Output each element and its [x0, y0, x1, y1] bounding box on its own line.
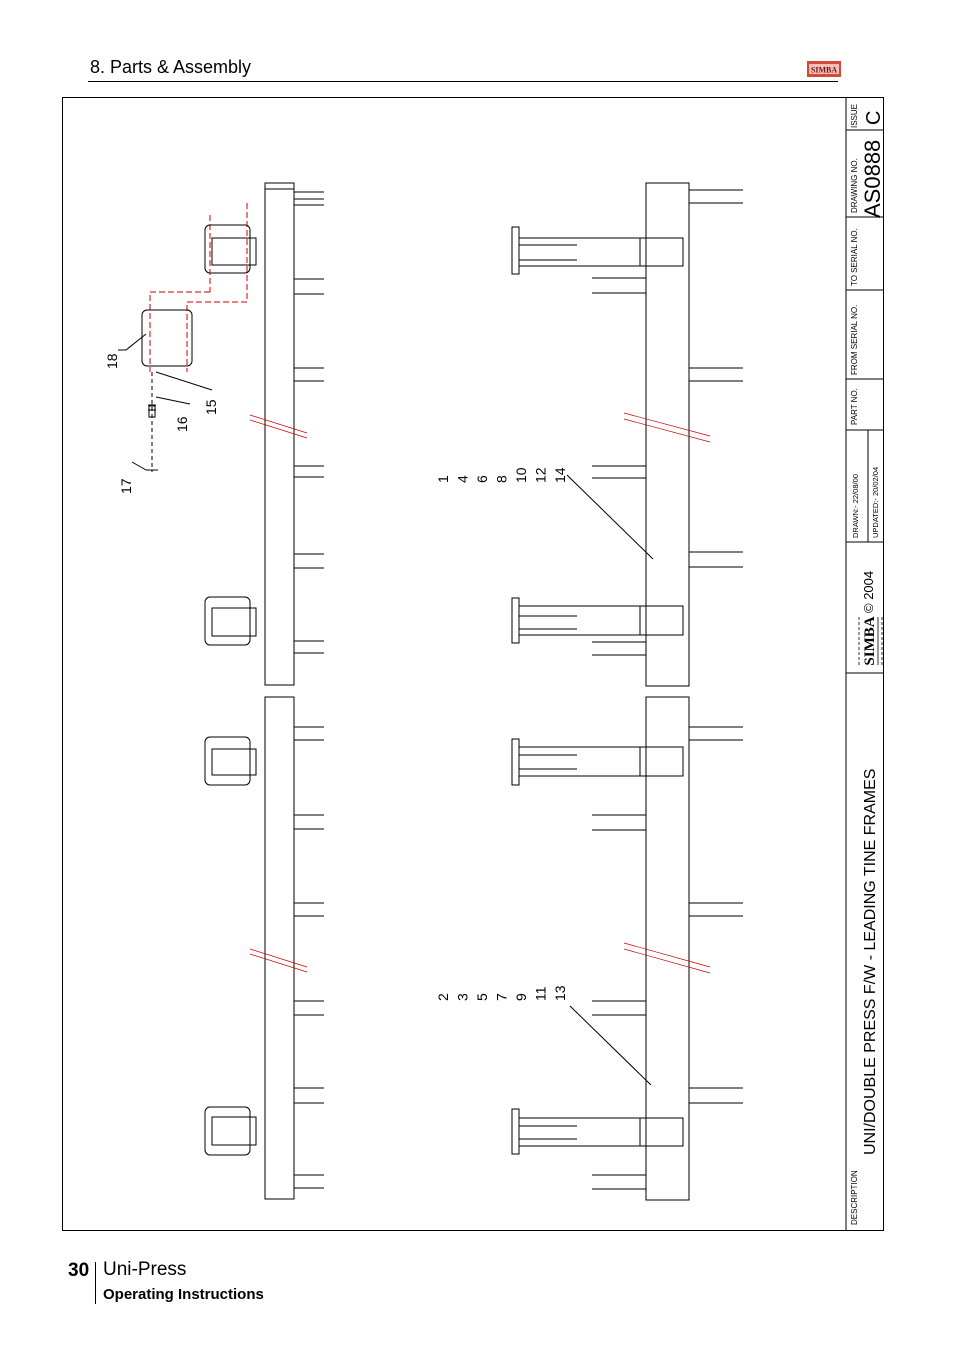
footer-divider	[95, 1262, 96, 1304]
callout-10: 10	[513, 467, 529, 483]
from-serial-label: FROM SERIAL NO.	[850, 305, 859, 375]
product-name: Uni-Press	[103, 1259, 187, 1280]
title-block	[845, 97, 884, 1231]
callout-16: 16	[174, 416, 190, 432]
drawing-no-label: DRAWING NO.	[850, 158, 859, 213]
simba-logo-text: SIMBA	[862, 616, 878, 665]
simba-logo-badge: SIMBA	[806, 58, 842, 80]
to-serial-label: TO SERIAL NO.	[850, 228, 859, 286]
issue-letter: C	[863, 111, 884, 125]
issue-label: ISSUE	[850, 104, 859, 128]
callout-6: 6	[474, 475, 490, 483]
updated-date: UPDATED:- 20/02/04	[871, 467, 880, 538]
callout-15: 15	[203, 399, 219, 415]
callout-17: 17	[118, 478, 134, 494]
drawn-date: DRAWN:- 22/08/00	[851, 474, 860, 538]
callout-9: 9	[513, 993, 529, 1001]
callout-5: 5	[474, 993, 490, 1001]
callout-2: 2	[435, 993, 451, 1001]
callout-13: 13	[552, 985, 568, 1001]
callout-12: 12	[533, 467, 549, 483]
callout-3: 3	[455, 993, 471, 1001]
header-divider	[88, 81, 838, 82]
simba-logo: SIMBA	[858, 616, 883, 666]
left-frame-lower	[204, 696, 324, 1200]
document-subtitle: Operating Instructions	[103, 1286, 264, 1303]
page-number: 30	[68, 1260, 90, 1281]
section-title: 8. Parts & Assembly	[90, 57, 252, 77]
description-label: DESCRIPTION	[850, 1170, 859, 1225]
callout-8: 8	[494, 475, 510, 483]
drawing-frame	[62, 97, 884, 1231]
right-frame-upper	[511, 182, 743, 687]
left-frame-upper	[204, 182, 324, 686]
callout-14: 14	[552, 467, 568, 483]
callout-1: 1	[435, 475, 451, 483]
drawing-number: AS0888	[860, 140, 884, 218]
part-no-label: PART NO.	[850, 388, 859, 425]
callout-11: 11	[533, 986, 549, 1001]
copyright-text: © 2004	[861, 571, 876, 613]
drawing-description: UNI/DOUBLE PRESS F/W - LEADING TINE FRAM…	[862, 769, 879, 1155]
brand-badge-text: SIMBA	[811, 66, 837, 75]
right-frame-lower	[511, 696, 743, 1201]
callout-4: 4	[455, 475, 471, 483]
callout-18: 18	[104, 353, 120, 369]
callout-7: 7	[494, 993, 510, 1001]
